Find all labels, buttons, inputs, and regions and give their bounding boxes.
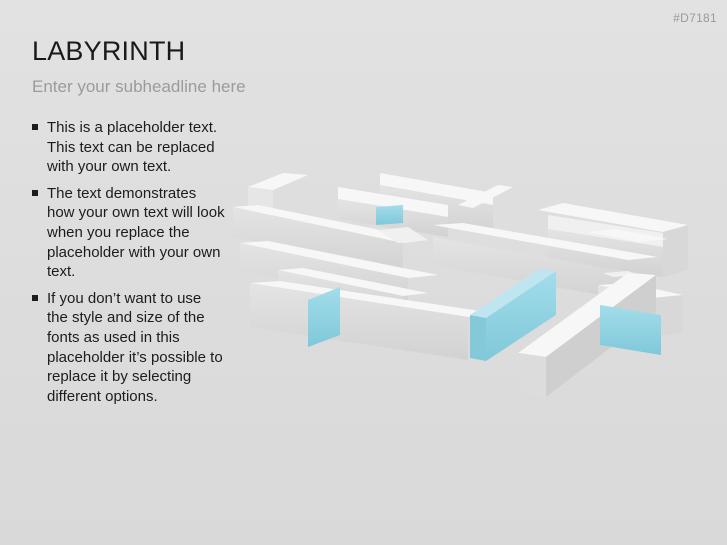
bullet-text: If you don’t want to use the style and s…	[47, 289, 223, 405]
maze-highlight-front	[308, 269, 661, 361]
bullet-text: The text demonstrates how your own text …	[47, 184, 225, 281]
labyrinth-illustration	[233, 173, 688, 397]
bullet-text: This is a placeholder text. This text ca…	[47, 119, 218, 176]
bullet-item: The text demonstrates how your own text …	[31, 184, 226, 282]
slide-title[interactable]: LABYRINTH	[32, 36, 186, 66]
bullet-item: This is a placeholder text. This text ca…	[31, 118, 226, 177]
slide-subtitle[interactable]: Enter your subheadline here	[32, 77, 246, 96]
square-bullet-icon	[32, 294, 38, 301]
maze-highlight-back	[376, 205, 403, 225]
square-bullet-icon	[32, 124, 38, 130]
square-bullet-icon	[32, 189, 38, 196]
bullet-list[interactable]: This is a placeholder text. This text ca…	[31, 118, 226, 413]
bullet-item: If you don’t want to use the style and s…	[31, 289, 226, 407]
slide-id: #D7181	[673, 11, 717, 25]
